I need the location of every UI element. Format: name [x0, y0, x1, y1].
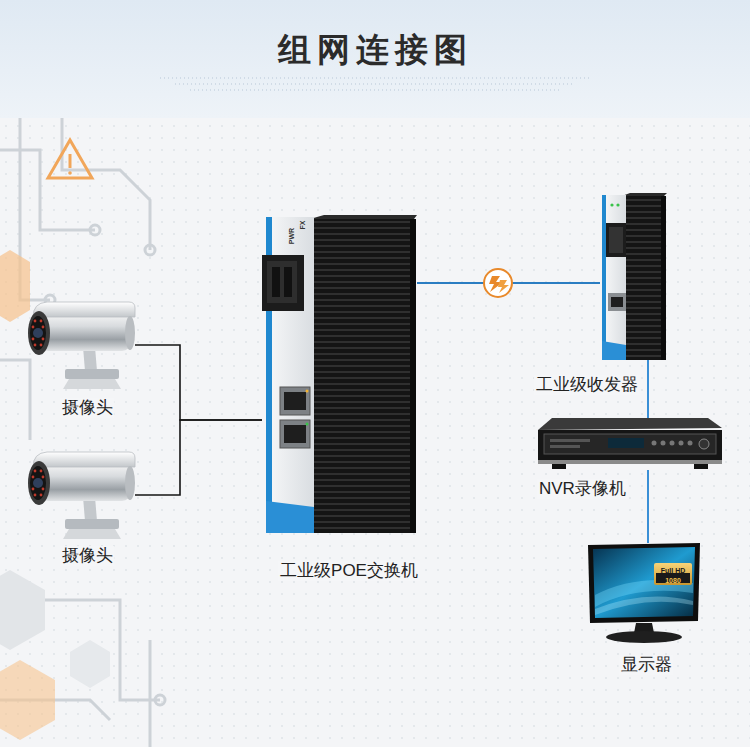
connector: [135, 420, 262, 495]
part-label-holder: 1080: [665, 569, 681, 587]
nvr-illustration: [538, 418, 722, 469]
device-label: 显示器: [619, 655, 674, 675]
device-node: 摄像头: [25, 447, 135, 542]
device-label: 摄像头: [60, 398, 115, 418]
connector: [647, 470, 649, 543]
device-label-holder: 工业级POE交换机: [278, 561, 420, 581]
part-label-holder: FX: [291, 221, 309, 230]
connector: [647, 360, 649, 418]
part-label: 1080: [665, 577, 681, 584]
device-label-holder: 摄像头: [60, 546, 115, 566]
device-node: 工业级收发器: [600, 193, 667, 360]
device-node: 显示器: [586, 543, 702, 645]
diagram-title: 组网连接图: [278, 30, 473, 70]
device-label-holder: 工业级收发器: [534, 375, 640, 395]
device-node: NVR录像机: [538, 418, 722, 470]
title-holder: 组网连接图: [0, 30, 750, 70]
title-dots: [160, 78, 590, 90]
connector: [135, 345, 262, 420]
switch-illustration: [262, 215, 417, 533]
device-label: 摄像头: [60, 546, 115, 566]
device-label: 工业级POE交换机: [278, 561, 420, 581]
circuit-decoration: [0, 118, 165, 747]
part-label: FX: [299, 221, 306, 230]
device-label-holder: NVR录像机: [537, 479, 628, 499]
warning-triangle: [48, 140, 92, 178]
camera-illustration: [28, 452, 135, 539]
device-label: 工业级收发器: [534, 375, 640, 395]
transceiver-illustration: [602, 193, 667, 360]
part-label: Full HD: [661, 567, 686, 574]
part-label-holder: PWR: [280, 228, 298, 244]
part-label-holder: Full HD: [661, 559, 686, 577]
monitor-illustration: [588, 543, 700, 643]
device-node: 工业级POE交换机: [262, 215, 417, 535]
camera-illustration: [28, 302, 135, 389]
device-label-holder: 显示器: [619, 655, 674, 675]
device-node: 摄像头: [25, 297, 135, 392]
device-label: NVR录像机: [537, 479, 628, 499]
part-label: PWR: [288, 228, 295, 244]
device-label-holder: 摄像头: [60, 398, 115, 418]
